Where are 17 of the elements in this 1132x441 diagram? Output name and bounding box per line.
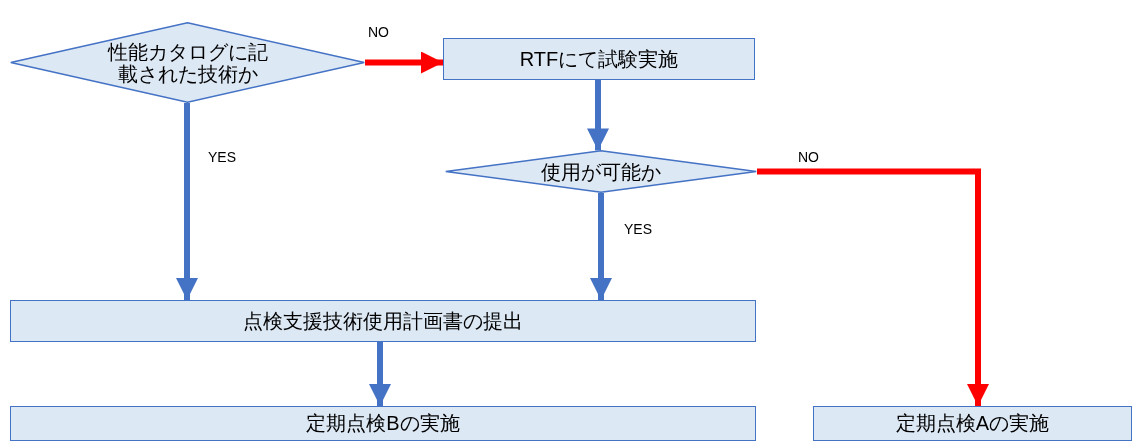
arrow [757, 168, 989, 406]
question-text: 性能カタログに記載された技術か [106, 40, 269, 85]
edge-label: YES [622, 221, 654, 237]
decision-diamond [445, 150, 757, 193]
arrow [587, 80, 609, 151]
arrow [590, 193, 612, 300]
arrow [176, 102, 198, 300]
edge-label: YES [206, 149, 238, 165]
edge-label: NO [796, 149, 821, 165]
decision-diamond [10, 22, 365, 103]
process-box: 点検支援技術使用計画書の提出 [10, 300, 756, 342]
question-text: 使用が可能か [540, 160, 662, 183]
process-box: 定期点検Aの実施 [813, 406, 1132, 441]
process-box: 定期点検Bの実施 [10, 406, 756, 441]
arrow [365, 51, 443, 74]
process-box: RTFにて試験実施 [443, 38, 755, 80]
edge-label: NO [366, 24, 391, 40]
